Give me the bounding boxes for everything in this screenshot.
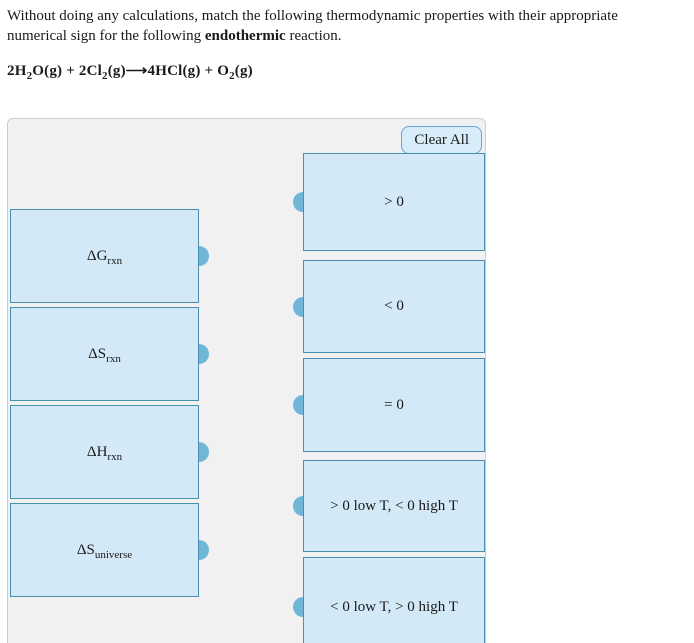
answer-box-less-than-0[interactable]: < 0: [293, 260, 485, 353]
answer-label: < 0: [384, 298, 404, 314]
instructions-part1: Without doing any calculations, match th…: [7, 8, 618, 44]
connector-tab-icon: [293, 496, 303, 516]
answer-box-greater-than-0[interactable]: > 0: [293, 153, 485, 251]
instructions-part2: reaction.: [285, 28, 342, 44]
connector-tab-icon: [199, 246, 209, 266]
connector-tab-icon: [293, 395, 303, 415]
property-box-ds-universe[interactable]: ΔSuniverse: [10, 503, 209, 597]
answer-box-equal-0[interactable]: = 0: [293, 358, 485, 452]
matching-panel: Clear All ΔGrxn ΔSrxn ΔHrxn ΔSuniverse >…: [7, 118, 486, 643]
connector-tab-icon: [199, 540, 209, 560]
connector-tab-icon: [199, 344, 209, 364]
answer-label: = 0: [384, 396, 404, 413]
equation-subscript: 2: [229, 70, 235, 82]
connector-tab-icon: [293, 597, 303, 617]
property-label: ΔGrxn: [86, 247, 123, 267]
connector-tab-icon: [293, 192, 303, 212]
equation-segment: O(g) + 2Cl: [32, 63, 102, 79]
reaction-equation: 2H2O(g) + 2Cl2(g)⟶4HCl(g) + O2(g): [7, 61, 253, 82]
answer-label: < 0 low T, > 0 high T: [330, 598, 458, 615]
equation-subscript: 2: [102, 70, 108, 82]
instructions-bold-word: endothermic: [204, 28, 286, 44]
instructions-text: Without doing any calculations, match th…: [7, 6, 639, 46]
property-label: ΔSuniverse: [76, 541, 133, 561]
property-box-dg-rxn[interactable]: ΔGrxn: [10, 209, 209, 303]
answer-label: > 0 low T, < 0 high T: [330, 497, 458, 514]
answer-box-lt0-lowT-gt0-highT[interactable]: < 0 low T, > 0 high T: [293, 557, 485, 643]
property-label: ΔSrxn: [88, 345, 121, 365]
clear-all-button[interactable]: Clear All: [401, 126, 482, 154]
connector-tab-icon: [293, 296, 303, 317]
property-box-ds-rxn[interactable]: ΔSrxn: [10, 307, 209, 401]
equation-segment: 2H: [7, 63, 27, 79]
property-box-dh-rxn[interactable]: ΔHrxn: [10, 405, 209, 499]
property-label: ΔHrxn: [86, 443, 123, 463]
equation-segment: (g): [234, 63, 253, 79]
connector-tab-icon: [199, 442, 209, 462]
equation-segment: (g)⟶4HCl(g) + O: [107, 63, 230, 79]
equation-subscript: 2: [26, 70, 33, 82]
answer-box-gt0-lowT-lt0-highT[interactable]: > 0 low T, < 0 high T: [293, 460, 485, 552]
answer-label: > 0: [384, 193, 404, 210]
